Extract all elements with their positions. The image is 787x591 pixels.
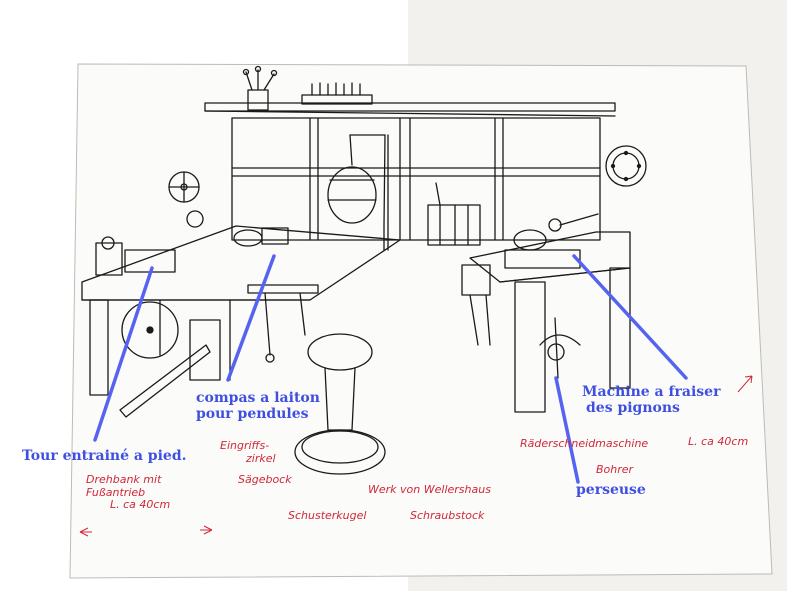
- bench-vise: [461, 264, 491, 346]
- label-perseuse: perseuse: [576, 482, 646, 498]
- drill: [539, 317, 581, 379]
- arrow-diagonal-icon: [737, 375, 753, 393]
- hanging-lamp: [327, 134, 389, 251]
- drawing-paper: [69, 63, 773, 579]
- wall-clock: [605, 145, 647, 187]
- leader-line-drill: [554, 376, 580, 484]
- handwheel: [168, 171, 204, 228]
- label-schraubstock: Schraubstock: [410, 509, 485, 522]
- label-eingriff-line2: zirkel: [246, 451, 276, 465]
- label-eingriff-line1: Eingriffs-: [220, 439, 270, 452]
- wall-shelf: [204, 102, 616, 117]
- stool: [294, 333, 386, 475]
- label-werk: Werk von Wellershaus: [368, 483, 491, 496]
- arrow-right-icon: [200, 525, 213, 535]
- label-bohrer: Bohrer: [596, 463, 634, 476]
- label-drehbank-line3: L. ca 40cm: [110, 498, 171, 512]
- tool-rack: [301, 82, 373, 105]
- label-compas: compas a laiton pour pendules: [196, 390, 320, 422]
- brass-compass: [233, 227, 289, 247]
- label-drehbank-line1: Drehbank mit: [86, 473, 162, 486]
- label-machine-line1: Machine a fraiser: [582, 384, 721, 400]
- label-drehbank: Drehbank mit Fußantrieb L. ca 40cm: [86, 473, 171, 512]
- window: [231, 117, 601, 241]
- arrow-left-icon: [79, 527, 92, 537]
- label-compas-line1: compas a laiton: [196, 390, 320, 406]
- clock-movement-cage: [427, 182, 481, 246]
- label-machine: Machine a fraiser des pignons: [582, 384, 720, 416]
- saw-horse: [247, 284, 319, 363]
- label-raederschneidmaschine: Räderschneidmaschine: [520, 437, 649, 450]
- workbench-right: [469, 231, 631, 413]
- leader-line-compass: [226, 254, 276, 382]
- label-drehbank-line2: Fußantrieb: [86, 485, 146, 499]
- label-saegebock: Sägebock: [238, 473, 292, 486]
- label-schusterkugel: Schusterkugel: [288, 509, 367, 522]
- brush-cup: [242, 65, 278, 111]
- label-compas-line2: pour pendules: [196, 406, 309, 423]
- label-eingriffszirkel: Eingriffs- zirkel: [220, 439, 276, 465]
- gear-cutting-machine: [504, 213, 599, 269]
- leader-line-lathe: [93, 266, 154, 442]
- workbench-left: [81, 225, 401, 396]
- label-raeder-size: L. ca 40cm: [688, 435, 749, 448]
- label-tour: Tour entrainé a pied.: [22, 448, 187, 464]
- label-machine-line2: des pignons: [586, 400, 680, 417]
- leader-line-milling: [572, 254, 688, 380]
